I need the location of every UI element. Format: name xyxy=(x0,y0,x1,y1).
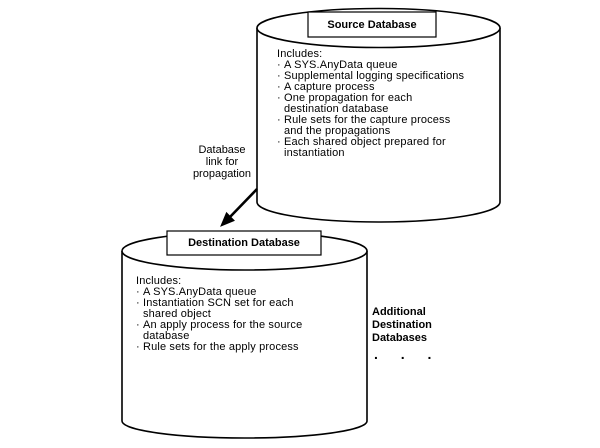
additional-destinations-label: Additional Destination Databases xyxy=(372,306,432,344)
list-item: Rule sets for the capture process and th… xyxy=(277,115,477,137)
destination-db-contents: Includes: A SYS.AnyData queue Instantiat… xyxy=(136,275,351,354)
destination-db-title: Destination Database xyxy=(188,237,300,249)
list-item: A SYS.AnyData queue xyxy=(277,60,477,72)
list-item: A capture process xyxy=(277,82,477,94)
destination-includes-list: A SYS.AnyData queue Instantiation SCN se… xyxy=(136,287,351,354)
destination-includes-heading: Includes: xyxy=(136,275,182,287)
source-includes-heading: Includes: xyxy=(277,48,323,60)
source-db-title: Source Database xyxy=(327,18,417,31)
db-link-arrow-label: Database link for propagation xyxy=(192,144,252,180)
ellipsis-dots: . . . xyxy=(374,346,433,362)
source-db-contents: Includes: A SYS.AnyData queue Supplement… xyxy=(277,49,477,159)
destination-title-box xyxy=(166,230,322,256)
list-item: Rule sets for the apply process xyxy=(136,342,351,354)
db-link-arrow xyxy=(220,188,258,227)
list-item: Each shared object prepared for instanti… xyxy=(277,137,477,159)
list-item: A SYS.AnyData queue xyxy=(136,287,351,299)
list-item: One propagation for each destination dat… xyxy=(277,93,477,115)
source-includes-list: A SYS.AnyData queue Supplemental logging… xyxy=(277,60,477,159)
list-item: Instantiation SCN set for each shared ob… xyxy=(136,298,351,320)
list-item: Supplemental logging specifications xyxy=(277,71,477,83)
list-item: An apply process for the source database xyxy=(136,320,351,342)
source-title-box xyxy=(307,11,437,38)
